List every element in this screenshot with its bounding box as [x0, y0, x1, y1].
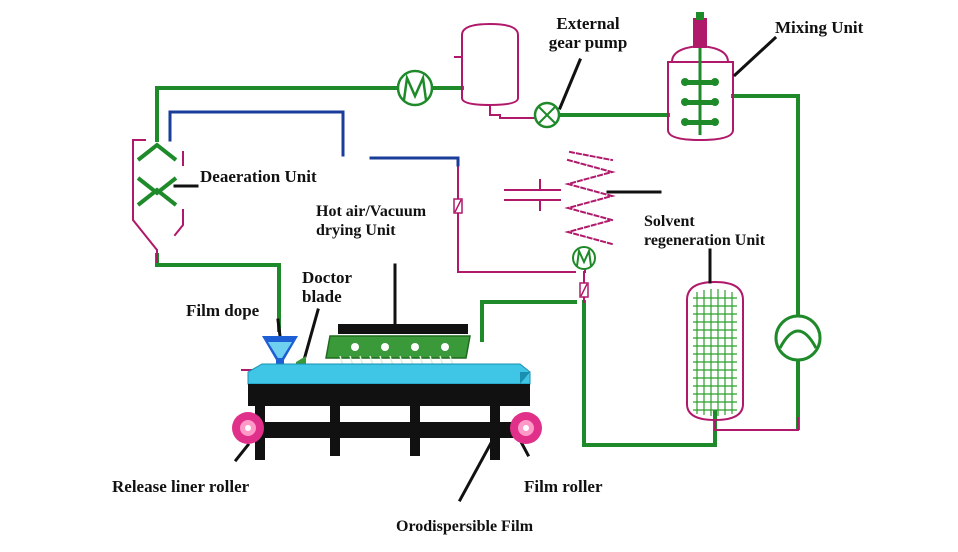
solvent-regeneration-label-line2: regeneration Unit	[644, 232, 766, 249]
regeneration-column-mesh	[693, 289, 737, 416]
release-liner-roller-label: Release liner roller	[112, 477, 250, 496]
doctor-blade-label-line1: Doctor	[302, 268, 353, 287]
mixing-unit-label: Mixing Unit	[775, 18, 864, 37]
external-gear-pump-label: External gear pump	[538, 14, 638, 52]
circle-pump-icon	[774, 314, 822, 362]
valve-icon	[453, 198, 589, 298]
orodispersible-film-label: Orodispersible Film	[396, 518, 534, 535]
deaeration-unit-label: Deaeration Unit	[200, 167, 317, 186]
release-liner-roller	[232, 412, 264, 444]
solvent-pump-icon	[572, 246, 596, 270]
film-roller-icon	[510, 412, 542, 444]
gear-pump-icon	[533, 101, 561, 129]
film-roller-label: Film roller	[524, 477, 603, 496]
film-dope-funnel	[262, 336, 298, 368]
solvent-regeneration-label: Solvent regeneration Unit	[644, 212, 765, 250]
hot-air-vacuum-label: Hot air/Vacuum drying Unit	[316, 202, 426, 240]
mixing-unit-stirrer	[681, 12, 719, 135]
deaeration-unit	[136, 142, 178, 207]
pump-icon	[396, 69, 434, 107]
doctor-blade-label: Doctor blade	[302, 268, 352, 306]
conveyor-belt	[247, 363, 531, 460]
external-gear-pump-label-line2: gear pump	[548, 33, 628, 52]
hot-air-vacuum-label-line1: Hot air/Vacuum	[316, 203, 427, 220]
film-dope-label: Film dope	[186, 301, 260, 320]
blue-pipes	[168, 110, 460, 167]
external-gear-pump-label-line1: External	[556, 14, 620, 33]
doctor-blade-label-line2: blade	[302, 287, 342, 306]
hot-air-vacuum-label-line2: drying Unit	[316, 222, 396, 239]
solvent-regeneration-label-line1: Solvent	[644, 213, 695, 230]
